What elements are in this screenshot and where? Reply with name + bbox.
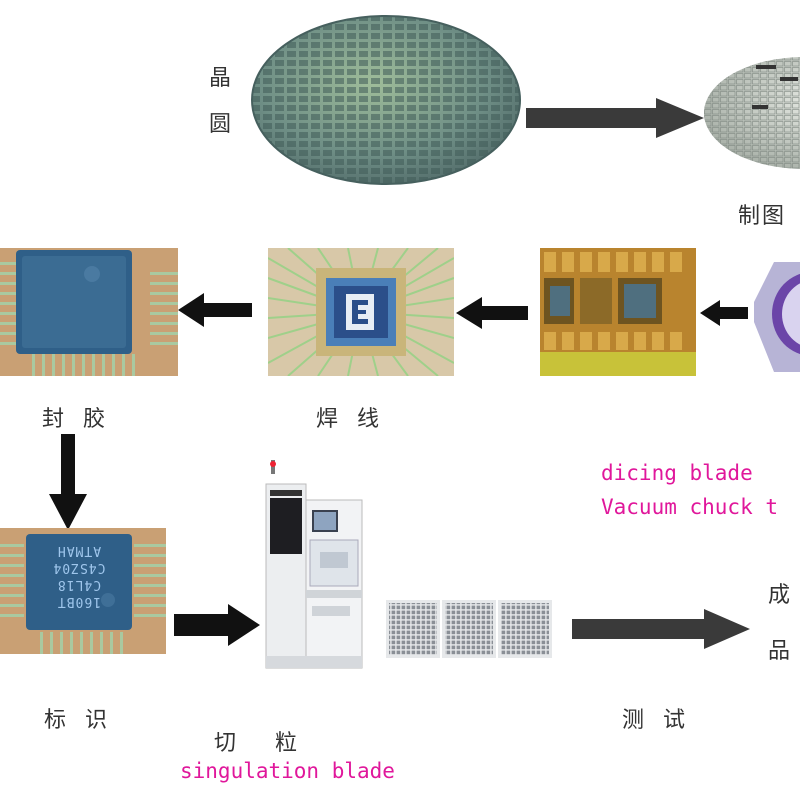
arrow-right-icon [526, 98, 704, 138]
arrow-right-icon [174, 604, 260, 646]
singulated-units-image [386, 600, 552, 658]
marking-label: 标 识 [44, 702, 113, 734]
dicing-blade-annotation: dicing blade [601, 461, 753, 485]
testing-label: 测 试 [622, 702, 691, 734]
dicing-frame-image [754, 262, 800, 372]
wafer-label: 晶 圆 [207, 56, 233, 148]
finished-product-label: 成 品 [766, 568, 792, 680]
wire-bonding-image [268, 248, 454, 376]
chip-marking-text: 160BT C4L18 C4SZ04 ATMAH [34, 542, 124, 610]
singulation-label: 切 粒 [214, 725, 313, 757]
marked-chip-image: 160BT C4L18 C4SZ04 ATMAH [0, 528, 166, 654]
encapsulated-chip-image [0, 248, 178, 376]
mapped-wafer-image [704, 55, 800, 170]
encapsulation-label: 封 胶 [42, 401, 111, 433]
wafer-image [250, 14, 522, 186]
arrow-left-icon [456, 297, 528, 329]
arrow-down-icon [49, 434, 87, 530]
die-attach-image [540, 248, 696, 376]
mapping-label: 制图 [738, 198, 786, 230]
arrow-right-icon [572, 609, 750, 649]
singulation-blade-annotation: singulation blade [180, 759, 395, 783]
vacuum-chuck-annotation: Vacuum chuck t [601, 495, 778, 519]
arrow-left-icon [700, 300, 748, 326]
wire-bonding-label: 焊 线 [316, 401, 385, 433]
arrow-left-icon [178, 293, 252, 327]
singulation-machine-image [262, 460, 366, 670]
